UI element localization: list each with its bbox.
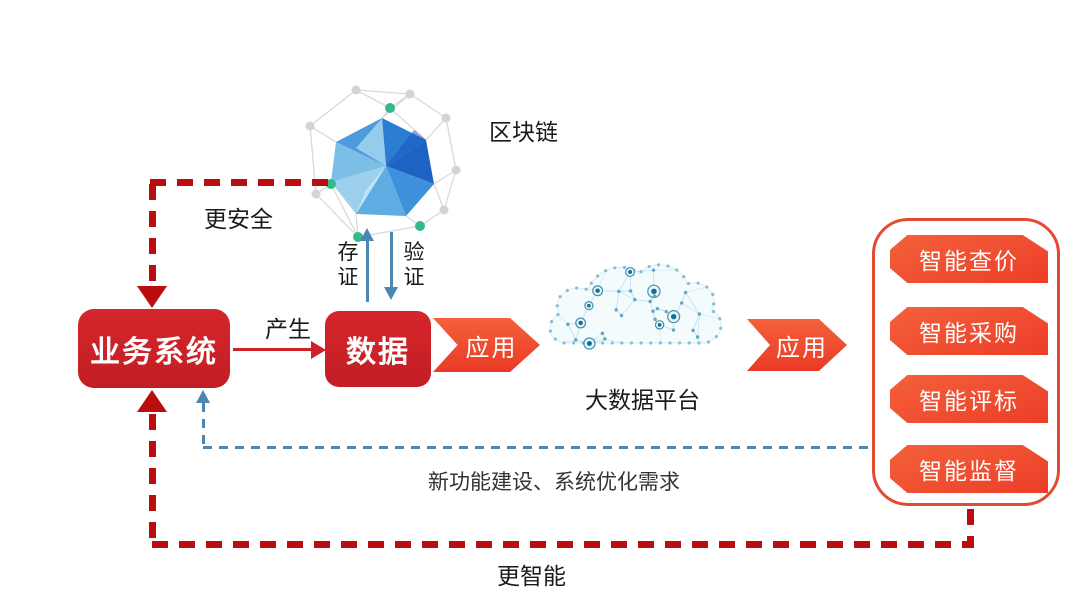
verify-label: 验 证 bbox=[403, 241, 425, 289]
smarter-arrowhead-icon bbox=[137, 390, 167, 412]
feedback-arrowhead-icon bbox=[196, 390, 210, 403]
produce-arrow-line bbox=[233, 348, 313, 351]
feedback-label: 新功能建设、系统优化需求 bbox=[428, 471, 680, 494]
feedback-dash-vertical bbox=[202, 403, 205, 447]
smarter-dash-horizontal bbox=[152, 541, 974, 548]
verify-arrowhead-icon bbox=[384, 287, 398, 300]
apply-arrow-2: 应用 bbox=[747, 319, 847, 371]
produce-arrowhead-icon bbox=[311, 341, 326, 359]
more-secure-dash-vertical bbox=[149, 184, 156, 286]
store-cert-label: 存 证 bbox=[337, 241, 359, 289]
apply-arrow-1: 应用 bbox=[433, 318, 540, 372]
feedback-dash-horizontal bbox=[203, 446, 872, 449]
data-node: 数据 bbox=[325, 311, 431, 387]
smarter-label: 更智能 bbox=[497, 563, 566, 589]
bigdata-cloud-icon bbox=[548, 263, 723, 350]
store-cert-arrow-line bbox=[366, 240, 369, 302]
more-secure-arrowhead-icon bbox=[137, 286, 167, 308]
smart-app-banner-bid-evaluation: 智能评标 bbox=[890, 375, 1048, 423]
smart-app-banner-price: 智能查价 bbox=[890, 235, 1048, 283]
blockchain-icon bbox=[305, 85, 461, 242]
smarter-dash-vertical-right bbox=[967, 509, 974, 545]
more-secure-label: 更安全 bbox=[204, 206, 273, 232]
store-cert-arrowhead-icon bbox=[360, 228, 374, 241]
produce-label: 产生 bbox=[265, 316, 311, 342]
more-secure-dash-horizontal bbox=[150, 179, 328, 186]
business-system-node: 业务系统 bbox=[78, 309, 230, 388]
smarter-dash-vertical-left bbox=[149, 414, 156, 547]
smart-app-banner-supervision: 智能监督 bbox=[890, 445, 1048, 493]
blockchain-label: 区块链 bbox=[489, 119, 558, 145]
bigdata-platform-label: 大数据平台 bbox=[585, 387, 700, 413]
smart-app-banner-procurement: 智能采购 bbox=[890, 307, 1048, 355]
verify-arrow-line bbox=[390, 232, 393, 288]
